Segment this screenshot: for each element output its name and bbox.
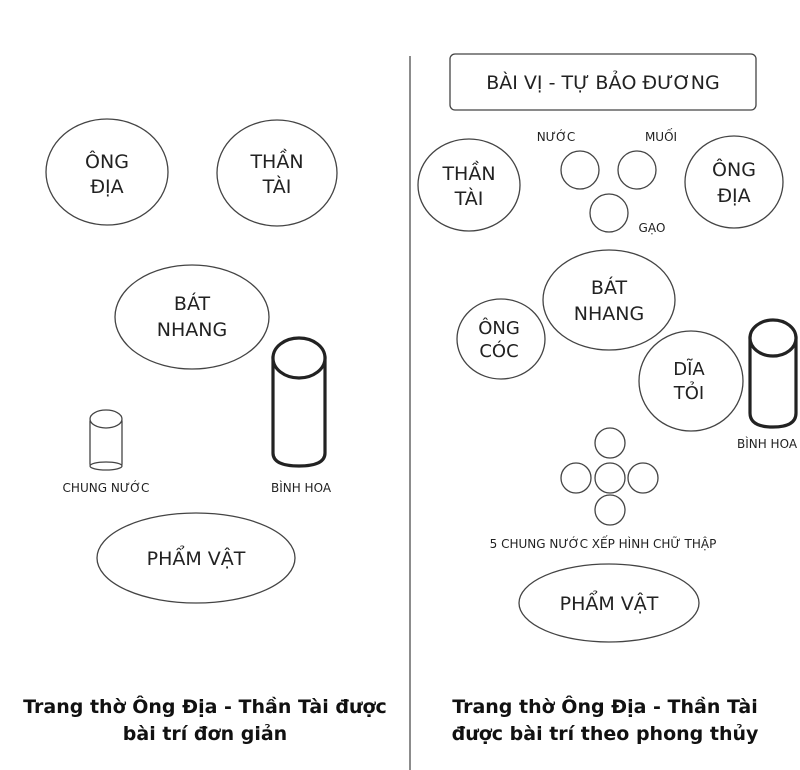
right-dia-toi-line1: DĨA <box>673 358 705 380</box>
right-gao-label: GẠO <box>639 221 666 235</box>
right-gao-cup <box>589 193 629 233</box>
right-nuoc-cup <box>560 150 600 190</box>
cup-center <box>594 462 626 494</box>
right-caption: Trang thờ Ông Địa - Thần Tài được bài tr… <box>425 694 785 748</box>
left-bat-nhang: BÁT NHANG <box>114 264 270 370</box>
right-dia-toi: DĨA TỎI <box>638 330 744 432</box>
left-than-tai: THẦN TÀI <box>216 119 338 227</box>
right-chung-nuoc-5-label: 5 CHUNG NƯỚC XẾP HÌNH CHỮ THẬP <box>490 535 717 551</box>
left-caption-line2: bài trí đơn giản <box>122 723 288 745</box>
cup-top <box>594 427 626 459</box>
right-bat-nhang: BÁT NHANG <box>542 249 676 351</box>
right-nuoc-label: NƯỚC <box>537 129 576 144</box>
left-ong-dia: ÔNG ĐỊA <box>45 118 169 226</box>
right-bai-vi: BÀI VỊ - TỰ BẢO ĐƯƠNG <box>449 53 757 111</box>
left-caption-line1: Trang thờ Ông Địa - Thần Tài được <box>23 696 387 718</box>
left-ong-dia-line2: ĐỊA <box>90 176 123 198</box>
cup-right <box>627 462 659 494</box>
right-pham-vat: PHẨM VẬT <box>518 563 700 643</box>
right-muoi-label: MUỐI <box>645 128 677 144</box>
right-ong-dia-line2: ĐỊA <box>717 185 750 207</box>
left-caption: Trang thờ Ông Địa - Thần Tài được bài tr… <box>15 694 395 748</box>
cup-bottom <box>594 494 626 526</box>
left-binh-hoa-vase <box>271 336 327 468</box>
right-binh-hoa-label: BÌNH HOA <box>737 436 798 451</box>
cup-left <box>560 462 592 494</box>
left-binh-hoa-label: BÌNH HOA <box>271 480 332 495</box>
right-binh-hoa-vase <box>748 318 798 429</box>
right-caption-line1: Trang thờ Ông Địa - Thần Tài <box>452 696 758 718</box>
left-pham-vat: PHẨM VẬT <box>96 512 296 604</box>
right-ong-dia: ÔNG ĐỊA <box>684 135 784 229</box>
right-ong-coc-line2: CÓC <box>479 340 518 362</box>
right-ong-coc: ÔNG CÓC <box>456 298 546 380</box>
right-ong-coc-line1: ÔNG <box>478 317 520 339</box>
right-muoi-cup <box>617 150 657 190</box>
left-bat-nhang-line1: BÁT <box>174 292 211 315</box>
left-chung-nuoc-cup <box>89 409 123 471</box>
left-than-tai-line1: THẦN <box>249 148 303 173</box>
left-pham-vat-label: PHẨM VẬT <box>147 544 246 570</box>
right-ong-dia-line1: ÔNG <box>712 157 756 181</box>
right-bat-nhang-line2: NHANG <box>574 303 644 325</box>
left-ong-dia-line1: ÔNG <box>85 149 129 173</box>
right-pham-vat-label: PHẨM VẬT <box>560 589 659 615</box>
right-caption-line2: được bài trí theo phong thủy <box>451 723 759 745</box>
right-than-tai: THẦN TÀI <box>417 138 521 232</box>
right-dia-toi-line2: TỎI <box>673 381 704 404</box>
right-than-tai-line2: TÀI <box>454 187 484 210</box>
right-bai-vi-label: BÀI VỊ - TỰ BẢO ĐƯƠNG <box>486 69 720 94</box>
left-than-tai-line2: TÀI <box>262 175 292 198</box>
right-five-cups-cross <box>560 427 659 526</box>
left-chung-nuoc-label: CHUNG NƯỚC <box>63 480 150 495</box>
right-bat-nhang-line1: BÁT <box>591 276 628 299</box>
left-bat-nhang-line2: NHANG <box>157 319 227 341</box>
right-than-tai-line1: THẦN <box>441 160 495 185</box>
